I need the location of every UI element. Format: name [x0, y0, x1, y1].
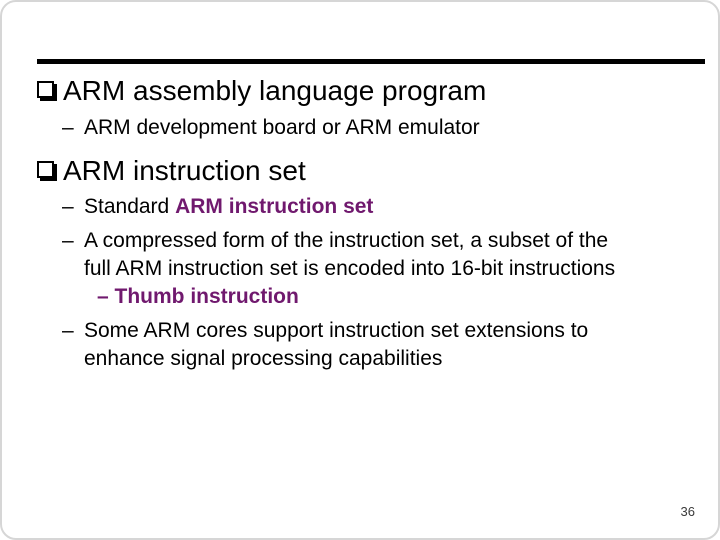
page-number: 36 — [680, 504, 695, 519]
dash-bullet-icon: – — [62, 115, 74, 139]
bullet-item-sub: –ARM development board or ARM emulator — [62, 114, 702, 142]
bullet-text: ARM assembly language program — [63, 75, 487, 106]
bullet-item-sub: – Thumb instruction — [97, 283, 702, 311]
dash-bullet-icon: – — [62, 195, 74, 219]
shadowed-square-bullet-icon — [37, 81, 54, 98]
bullet-text: Standard ARM instruction set — [84, 195, 374, 219]
bullet-text: A compressed form of the instruction set… — [84, 229, 616, 280]
bullet-item-level1: ARM assembly language program — [37, 74, 702, 108]
shadowed-square-bullet-icon — [37, 160, 54, 178]
dash-bullet-icon: – — [62, 318, 74, 342]
bullet-text: ARM instruction set — [63, 154, 306, 186]
bullet-item-sub: –Some ARM cores support instruction set … — [62, 317, 702, 373]
accent-text: ARM instruction set — [175, 195, 374, 219]
bullet-text: ARM development board or ARM emulator — [84, 115, 480, 139]
bullet-text: Some ARM cores support instruction set e… — [84, 318, 589, 370]
bullet-item-sub: –Standard ARM instruction set — [62, 193, 702, 221]
title-divider-line — [37, 59, 705, 64]
slide-content: ARM assembly language program–ARM develo… — [2, 74, 718, 373]
bullet-item-sub: –A compressed form of the instruction se… — [62, 227, 702, 283]
accent-text: – Thumb instruction — [97, 284, 299, 308]
bullet-text: – Thumb instruction — [97, 283, 299, 311]
dash-bullet-icon: – — [62, 229, 74, 253]
bullet-item-level1: ARM instruction set — [37, 154, 702, 188]
